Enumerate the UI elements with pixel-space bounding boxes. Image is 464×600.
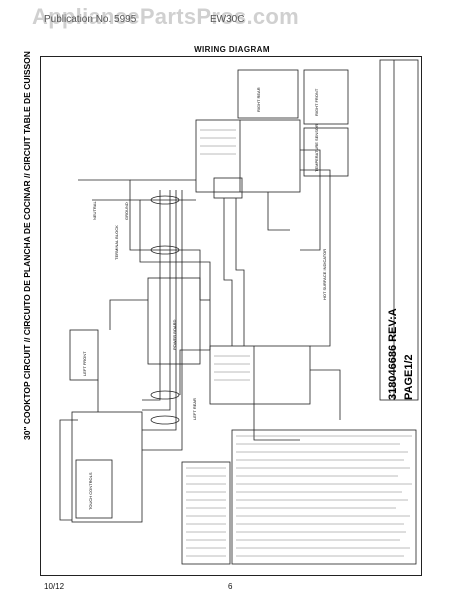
hot-surface-label: HOT SURFACE INDICATOR bbox=[322, 249, 327, 300]
diagram-frame bbox=[40, 56, 422, 576]
terminal-block bbox=[71, 411, 143, 523]
publication-label: Publication No. 5995 bbox=[44, 14, 137, 25]
element-box-sensor-top bbox=[303, 127, 349, 177]
terminal-block-label: TERMINAL BLOCK bbox=[114, 225, 119, 260]
legend-table bbox=[181, 461, 231, 565]
lf-element-box bbox=[69, 329, 99, 381]
footer-date: 10/12 bbox=[44, 582, 65, 591]
control-board-top bbox=[195, 119, 301, 193]
power-board-label: POWER BOARD bbox=[172, 319, 177, 350]
touch-controls-box bbox=[75, 459, 113, 519]
control-board-bottom bbox=[209, 345, 311, 405]
connector-box bbox=[213, 177, 243, 199]
rf-element-label: RIGHT FRONT bbox=[314, 88, 319, 116]
neutral-label: NEUTRAL bbox=[92, 201, 97, 220]
page-number: 6 bbox=[228, 582, 233, 591]
watermark: AppliancePartsPros.com bbox=[32, 4, 300, 29]
lf-element-label: LEFT FRONT bbox=[82, 351, 87, 376]
element-box-rr bbox=[237, 69, 299, 119]
power-board bbox=[147, 277, 201, 365]
element-box-rf bbox=[303, 69, 349, 125]
page-title: WIRING DIAGRAM bbox=[194, 45, 270, 54]
title-block-column bbox=[379, 59, 419, 401]
rr-element-label: RIGHT REAR bbox=[256, 87, 261, 112]
circuit-title: 30" COOKTOP CIRCUIT // CIRCUITO DE PLANC… bbox=[22, 51, 32, 440]
lr-element-label: LEFT REAR bbox=[192, 398, 197, 420]
touch-controls-label: TOUCH CONTROLS bbox=[88, 472, 93, 510]
page-ref: PAGE1/2 bbox=[403, 354, 415, 400]
ground-label: GROUND bbox=[124, 202, 129, 220]
model-label: EW30C bbox=[210, 14, 245, 25]
temp-sensor-label: TEMPERATURE SENSOR bbox=[314, 124, 319, 172]
part-number: 318046686 REV:A bbox=[387, 308, 399, 400]
notes-table bbox=[231, 429, 417, 565]
